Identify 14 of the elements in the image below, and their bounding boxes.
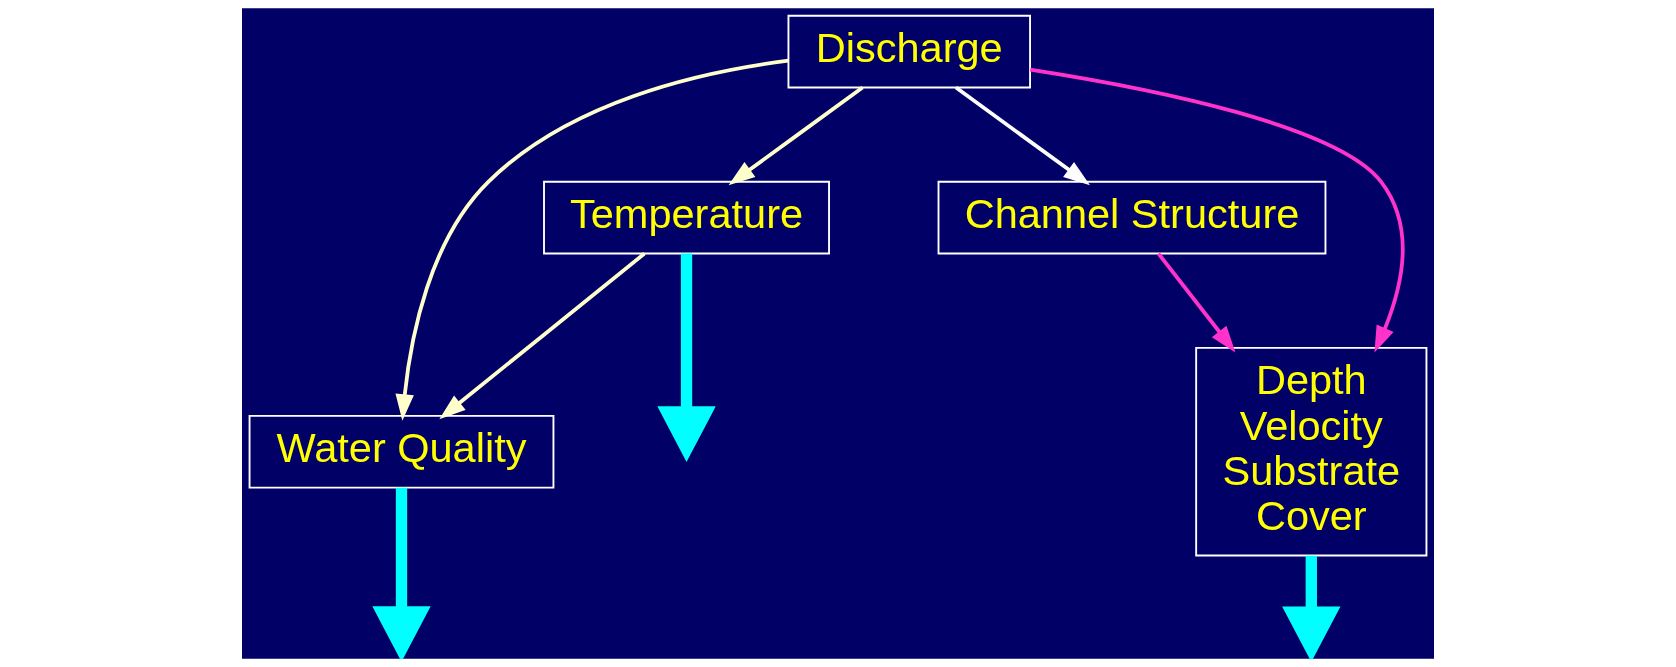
node-box: Temperature bbox=[543, 180, 830, 255]
arrow bbox=[1029, 67, 1405, 353]
arrow bbox=[954, 85, 1090, 186]
arrow bbox=[395, 58, 789, 421]
node-box: Discharge bbox=[787, 14, 1031, 89]
arrow bbox=[728, 85, 864, 186]
arrow bbox=[372, 487, 431, 659]
node-box: Water Quality bbox=[248, 414, 555, 489]
arrow bbox=[1156, 252, 1236, 353]
node-box: Channel Structure bbox=[937, 180, 1327, 255]
arrow bbox=[657, 253, 716, 462]
arrow bbox=[439, 252, 646, 420]
node-box: Depth Velocity Substrate Cover bbox=[1195, 346, 1428, 557]
arrow bbox=[1282, 555, 1341, 659]
